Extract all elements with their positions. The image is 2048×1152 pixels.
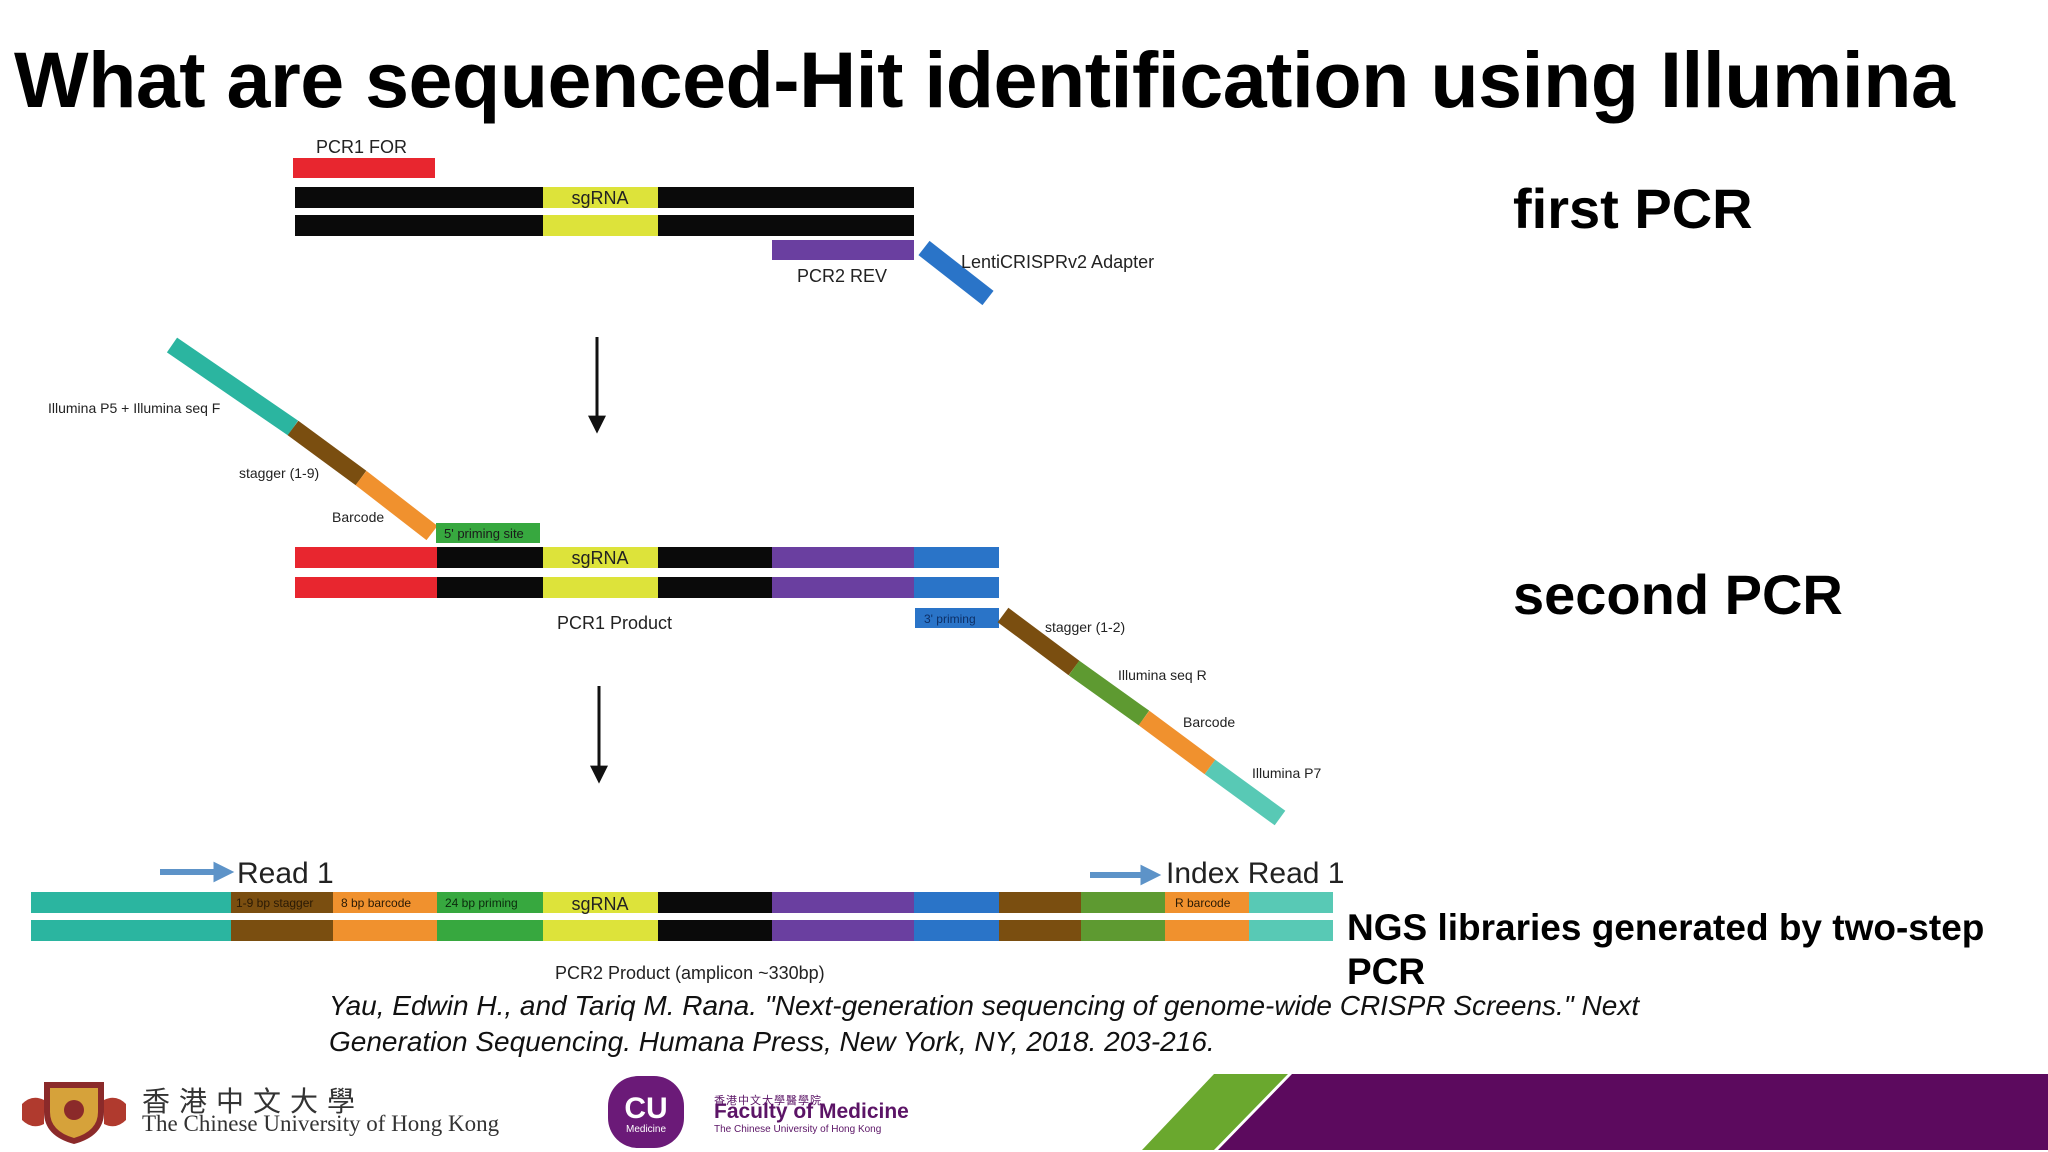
adapter-label: LentiCRISPRv2 Adapter (961, 252, 1154, 272)
strand1-sgrna-top (543, 187, 658, 208)
sgrna-label-2: sgRNA (571, 548, 628, 568)
strand1-black-right-bottom (658, 215, 914, 236)
stagger-bp-label: 1-9 bp stagger (236, 896, 313, 910)
pcr2-rev-primer (772, 240, 914, 260)
cuhk-chinese-name: 香港中文大學 (142, 1085, 365, 1118)
library-strand-top (31, 892, 1333, 913)
pcr1-product-label: PCR1 Product (557, 613, 672, 633)
5-priming-site-label: 5' priming site (444, 526, 524, 541)
barcode-label-1: Barcode (332, 509, 384, 525)
sgrna-label-1: sgRNA (571, 188, 628, 208)
library-strand-bottom (31, 920, 1333, 941)
stagger-1-9-segment (287, 420, 367, 486)
footer-band (1142, 1074, 2048, 1150)
citation: Yau, Edwin H., and Tariq M. Rana. "Next-… (329, 990, 1640, 1057)
strand1-black-left-top (295, 187, 543, 208)
second-pcr-label: second PCR (1513, 563, 1843, 626)
cuhk-crest-logo (22, 1082, 126, 1144)
p7-label: Illumina P7 (1252, 765, 1321, 781)
pcr1-for-label: PCR1 FOR (316, 137, 407, 157)
barcode-bp-label: 8 bp barcode (341, 896, 411, 910)
lenticrispr-adapter (918, 240, 994, 306)
cu-medicine-logo: CU Medicine (608, 1076, 684, 1148)
3-priming-label: 3' priming (924, 612, 976, 626)
pcr1-for-primer (293, 158, 435, 178)
stagger-1-2-segment (997, 607, 1080, 676)
priming-bp-label: 24 bp priming (445, 896, 518, 910)
cu-logo-sub: Medicine (626, 1124, 666, 1135)
index-read1-label: Index Read 1 (1166, 857, 1344, 890)
sgrna-label-3: sgRNA (571, 894, 628, 914)
read1-label: Read 1 (237, 857, 334, 890)
barcode-segment (355, 470, 438, 541)
ngs-caption: NGS libraries generated by two-step PCR (1347, 907, 1985, 992)
barcode-2-segment (1138, 710, 1216, 775)
cuhk-english-name: The Chinese University of Hong Kong (142, 1111, 500, 1136)
stagger-1-2-label: stagger (1-2) (1045, 619, 1125, 635)
faculty-chinese-name: 香港中文大學醫學院 (714, 1095, 822, 1107)
illumina-p7-segment (1204, 759, 1286, 826)
r-barcode-label: R barcode (1175, 896, 1231, 910)
slide-title: What are sequenced-Hit identification us… (14, 35, 1955, 124)
p5-label: Illumina P5 + Illumina seq F (48, 400, 220, 416)
5-priming-site-block (436, 523, 540, 543)
cu-logo-text: CU (624, 1092, 667, 1125)
faculty-english-name: Faculty of Medicine (714, 1100, 909, 1123)
pcr2-product-label: PCR2 Product (amplicon ~330bp) (555, 963, 825, 983)
strand1-black-left-bottom (295, 215, 543, 236)
first-pcr-label: first PCR (1513, 177, 1753, 240)
seq-r-label: Illumina seq R (1118, 667, 1207, 683)
strand1-sgrna-bottom (543, 215, 658, 236)
seq-r-segment (1068, 660, 1150, 726)
stagger-1-9-label: stagger (1-9) (239, 465, 319, 481)
strand1-black-right-top (658, 187, 914, 208)
pcr2-rev-label: PCR2 REV (797, 266, 887, 286)
footer-purple-bar (1218, 1074, 2048, 1150)
3-priming-block (915, 608, 999, 628)
barcode-label-2: Barcode (1183, 714, 1235, 730)
illumina-p5-segment (166, 337, 299, 436)
footer-green-stripe (1142, 1074, 1288, 1150)
faculty-subtitle: The Chinese University of Hong Kong (714, 1124, 882, 1135)
